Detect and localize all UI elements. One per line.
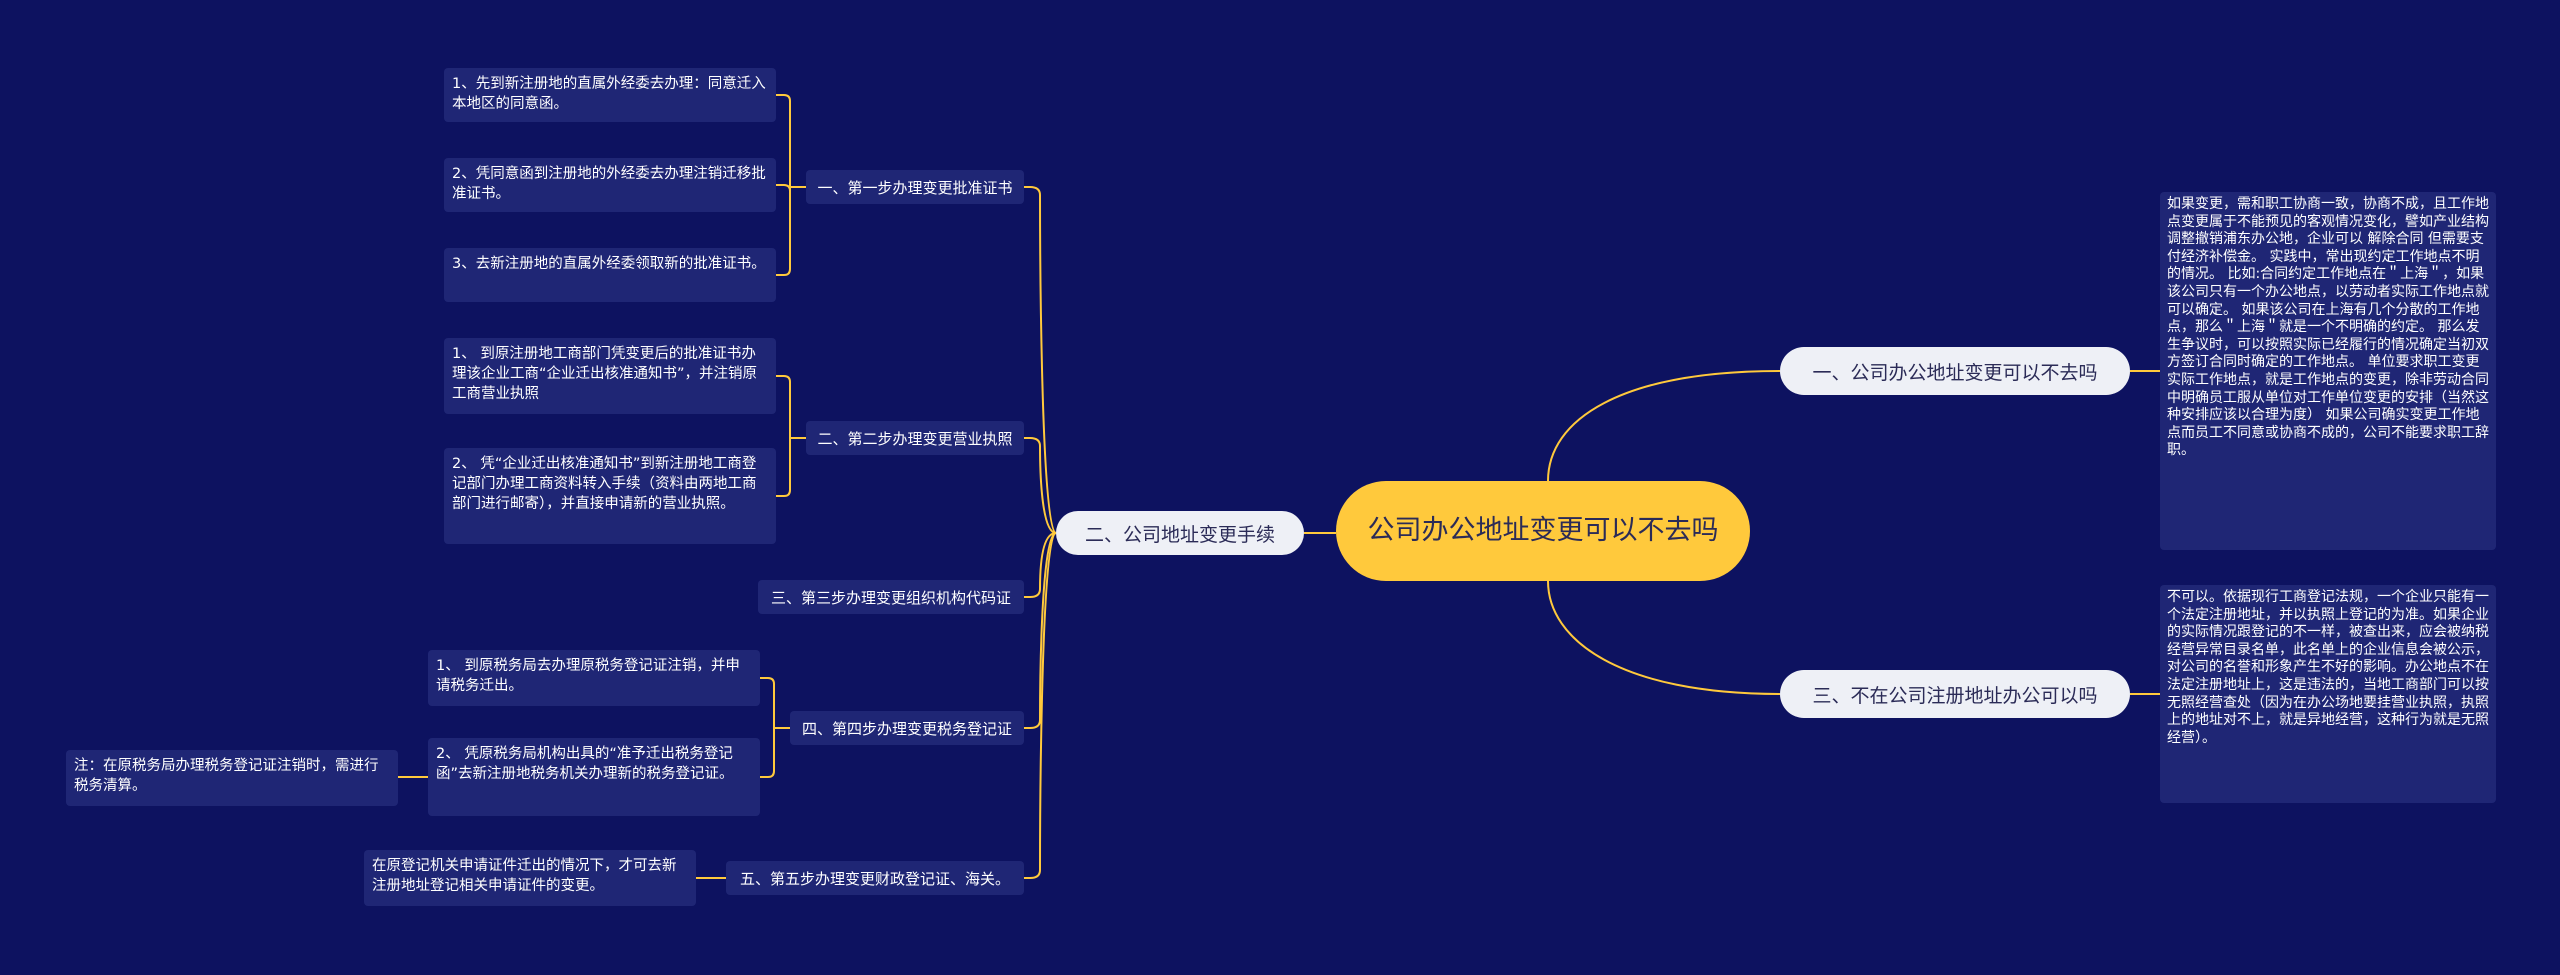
step-label: 二、第二步办理变更营业执照 [817, 429, 1013, 448]
connector-step-2 [1024, 437, 1057, 534]
step-label: 四、第四步办理变更税务登记证 [801, 719, 1012, 738]
connector-root-right-2 [1547, 580, 1781, 695]
step-2-item-2: 2、 凭“企业迁出核准通知书”到新注册地工商登记部门办理工商资料转入手续（资料由… [444, 448, 776, 544]
connector-step-1-items-arm-0 [776, 94, 791, 102]
root-node[interactable]: 公司办公地址变更可以不去吗 [1336, 481, 1750, 581]
step-label: 一、第一步办理变更批准证书 [817, 178, 1013, 197]
step-label: 三、第三步办理变更组织机构代码证 [770, 588, 1011, 607]
step-2-item-1: 1、 到原注册地工商部门凭变更后的批准证书办理该企业工商“企业迁出核准通知书”，… [444, 338, 776, 414]
connector-step-4 [1024, 532, 1057, 729]
connector-step-3 [1024, 532, 1057, 598]
branch-not-at-registered-address[interactable]: 三、不在公司注册地址办公可以吗 [1780, 670, 2130, 718]
connector-step-1-items-arm-1 [776, 184, 791, 192]
detail-office-change: 如果变更，需和职工协商一致，协商不成，且工作地点变更属于不能预见的客观情况变化，… [2160, 192, 2496, 550]
connector-step-1 [1024, 186, 1057, 534]
connector-step-5 [1024, 532, 1057, 879]
step-2-node[interactable]: 二、第二步办理变更营业执照 [806, 421, 1024, 455]
connector-step-4-items-arm-1 [760, 770, 775, 778]
step-1-node[interactable]: 一、第一步办理变更批准证书 [806, 170, 1024, 204]
branch-label: 二、公司地址变更手续 [1084, 523, 1275, 546]
connector-step-1-items-arm-2 [776, 268, 791, 276]
connector-step-4-items-arm-0 [760, 677, 775, 685]
branch-address-change-procedure[interactable]: 二、公司地址变更手续 [1056, 511, 1304, 555]
step-1-item-3: 3、去新注册地的直属外经委领取新的批准证书。 [444, 248, 776, 302]
step-1-item-2: 2、凭同意函到注册地的外经委去办理注销迁移批准证书。 [444, 158, 776, 212]
step-4-node[interactable]: 四、第四步办理变更税务登记证 [790, 711, 1024, 745]
step-4-note: 注：在原税务局办理税务登记证注销时，需进行税务清算。 [66, 750, 398, 806]
step-4-item-1: 1、 到原税务局去办理原税务登记证注销，并申请税务迁出。 [428, 650, 760, 706]
branch-label: 三、不在公司注册地址办公可以吗 [1812, 684, 2098, 707]
step-5-node[interactable]: 五、第五步办理变更财政登记证、海关。 [726, 861, 1024, 895]
connector-step-2-items-arm-0 [776, 375, 791, 383]
step-5-item-1: 在原登记机关申请证件迁出的情况下，才可去新注册地址登记相关申请证件的变更。 [364, 850, 696, 906]
branch-office-change[interactable]: 一、公司办公地址变更可以不去吗 [1780, 347, 2130, 395]
step-4-item-2: 2、 凭原税务局机构出具的“准予迁出税务登记函”去新注册地税务机关办理新的税务登… [428, 738, 760, 816]
step-label: 五、第五步办理变更财政登记证、海关。 [739, 869, 1010, 888]
connector-root-right-1 [1547, 370, 1781, 482]
connector-step-2-items-arm-1 [776, 489, 791, 497]
detail-not-at-registered-address: 不可以。依据现行工商登记法规，一个企业只能有一个法定注册地址，并以执照上登记的为… [2160, 585, 2496, 803]
step-1-item-1: 1、先到新注册地的直属外经委去办理：同意迁入本地区的同意函。 [444, 68, 776, 122]
step-3-node[interactable]: 三、第三步办理变更组织机构代码证 [758, 580, 1024, 614]
branch-label: 一、公司办公地址变更可以不去吗 [1812, 361, 2098, 384]
root-label: 公司办公地址变更可以不去吗 [1367, 515, 1719, 546]
